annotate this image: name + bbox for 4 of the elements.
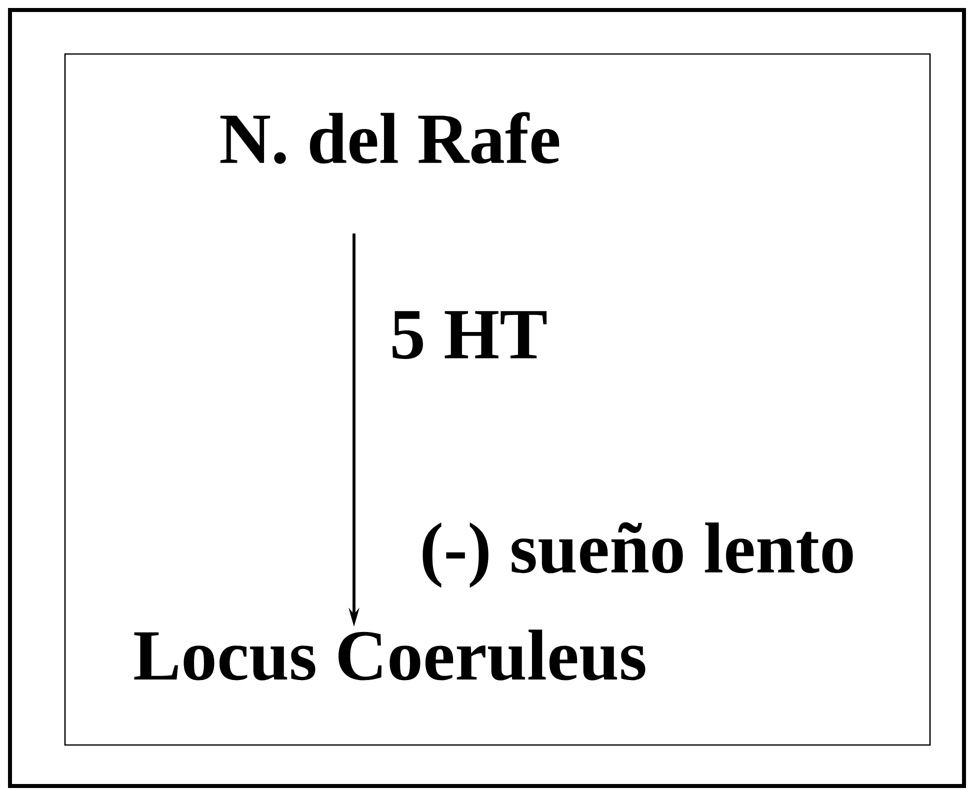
note-label: (-) sueño lento: [422, 522, 853, 588]
edge-label: 5 HT: [392, 311, 547, 359]
node-label: N. del Rafe: [220, 112, 560, 164]
node-label: Locus Coeruleus: [134, 630, 646, 680]
